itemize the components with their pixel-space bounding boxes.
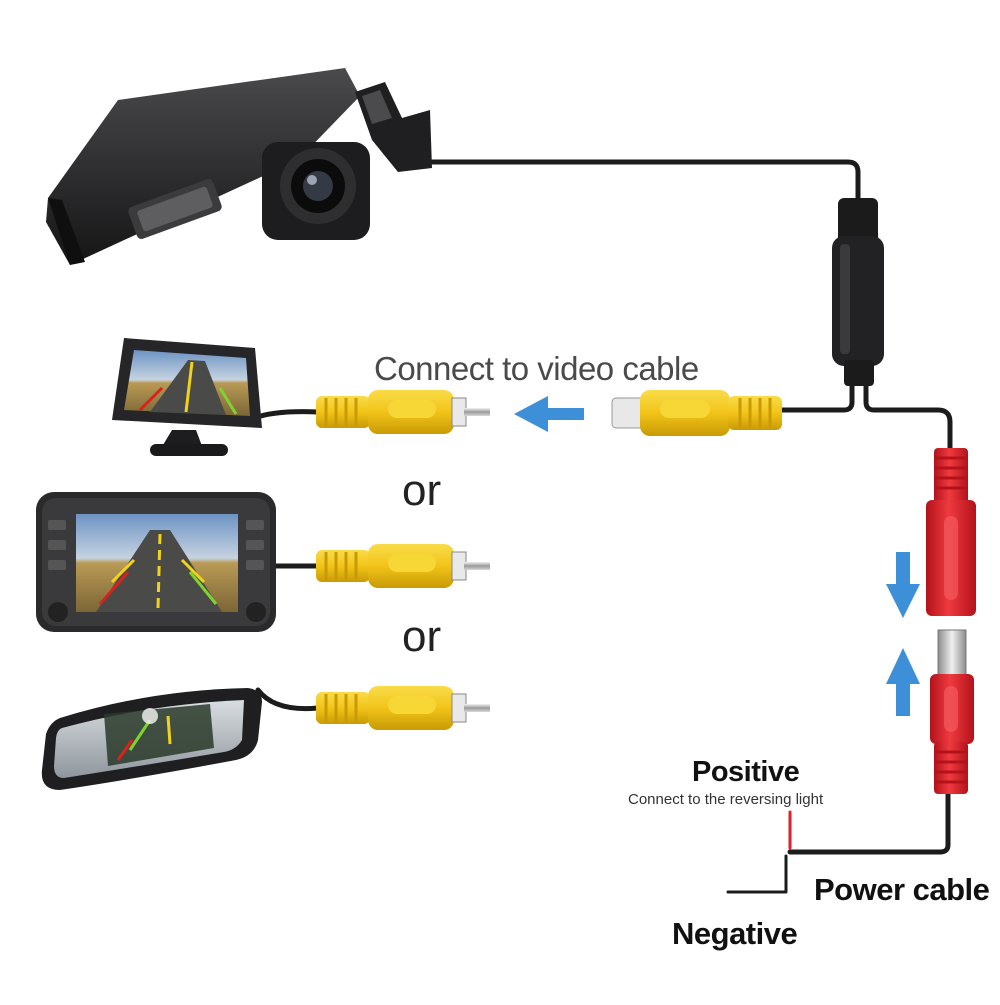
direction-arrow-icon bbox=[514, 396, 584, 432]
monitor-rca-connector bbox=[316, 390, 490, 434]
junction-box bbox=[832, 198, 884, 386]
cable-network bbox=[247, 159, 953, 894]
positive-note-label: Connect to the reversing light bbox=[628, 791, 824, 808]
or-label-1: or bbox=[402, 466, 442, 515]
backup-camera-icon bbox=[46, 68, 432, 265]
power-cable-label: Power cable bbox=[814, 872, 990, 907]
mirror-cable bbox=[255, 687, 321, 712]
positive-label: Positive bbox=[692, 756, 800, 788]
power-male-connector bbox=[930, 629, 974, 794]
dash-monitor-icon bbox=[112, 338, 262, 456]
power-arrow-down-icon bbox=[886, 552, 920, 618]
dvd-rca-connector bbox=[316, 544, 490, 588]
power-branch-cable bbox=[863, 377, 953, 453]
mirror-rca-connector bbox=[316, 686, 490, 730]
video-branch-cable bbox=[777, 377, 855, 413]
power-cable bbox=[787, 787, 951, 855]
car-dvd-head-unit-icon bbox=[36, 492, 276, 632]
or-label-2: or bbox=[402, 612, 442, 661]
mirror-monitor-icon bbox=[41, 688, 263, 790]
connect-video-cable-label: Connect to video cable bbox=[374, 350, 699, 387]
power-arrow-up-icon bbox=[886, 648, 920, 716]
negative-wire bbox=[726, 854, 788, 894]
negative-label: Negative bbox=[672, 916, 798, 951]
camera-cable bbox=[429, 159, 861, 203]
camera-rca-connector bbox=[611, 390, 782, 436]
power-female-connector bbox=[926, 448, 976, 616]
